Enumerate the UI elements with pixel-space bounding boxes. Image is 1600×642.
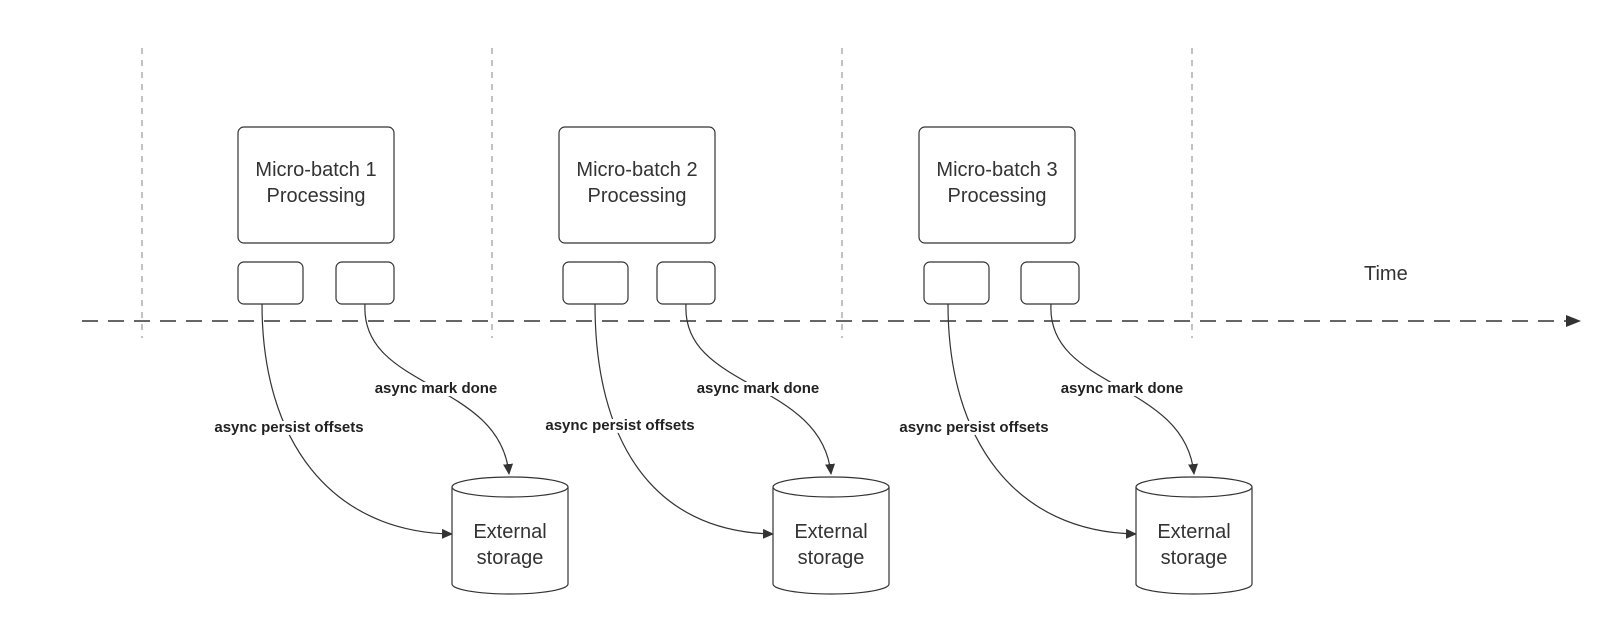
batch-2-storage-body (772, 487, 890, 595)
batch-2-persist-arrow (594, 303, 774, 539)
batch-2-persist-node (562, 261, 629, 305)
batch-1-done-arrow (364, 303, 514, 475)
batch-2-done-label: async mark done (697, 380, 820, 397)
batch-3-done-label: async mark done (1061, 380, 1184, 397)
batch-1-box (237, 126, 395, 244)
batch-2-storage-label: External (794, 521, 867, 543)
batch-2-box (558, 126, 716, 244)
batch-3: Micro-batch 3 Processing async mark done… (896, 126, 1253, 595)
batch-2-done-node (656, 261, 716, 305)
batch-3-done-node (1020, 261, 1080, 305)
batch-3-title: Micro-batch 3 (936, 159, 1057, 181)
batch-3-subtitle: Processing (948, 185, 1047, 207)
batch-3-storage: External storage (1135, 476, 1253, 595)
batch-2-title: Micro-batch 2 (576, 159, 697, 181)
batch-2-subtitle: Processing (588, 185, 687, 207)
batch-3-box (918, 126, 1076, 244)
batch-3-persist-label: async persist offsets (899, 419, 1048, 436)
batch-3-storage-top (1135, 476, 1253, 498)
batch-3-persist-arrow (947, 303, 1137, 539)
batch-1-persist-arrow (261, 303, 453, 539)
batch-1-done-label: async mark done (375, 380, 498, 397)
batch-2: Micro-batch 2 Processing async mark done… (542, 126, 890, 595)
time-label: Time (1364, 263, 1408, 285)
time-axis-arrowhead (1566, 315, 1581, 327)
batch-1-storage-sublabel: storage (477, 547, 544, 569)
batch-3-persist-node (923, 261, 990, 305)
batch-3-storage-label: External (1157, 521, 1230, 543)
batch-1-persist-label: async persist offsets (214, 419, 363, 436)
batch-1-storage-body (451, 487, 569, 595)
batch-1-title: Micro-batch 1 (255, 159, 376, 181)
batch-1: Micro-batch 1 Processing async mark done… (211, 126, 569, 595)
batch-2-persist-label: async persist offsets (545, 417, 694, 434)
batch-3-storage-body (1135, 487, 1253, 595)
batch-1-storage-label: External (473, 521, 546, 543)
batch-1-storage-top (451, 476, 569, 498)
batch-1-done-node (335, 261, 395, 305)
batch-2-storage: External storage (772, 476, 890, 595)
batch-1-persist-node (237, 261, 304, 305)
batch-3-storage-sublabel: storage (1161, 547, 1228, 569)
batch-2-storage-sublabel: storage (798, 547, 865, 569)
batch-1-storage: External storage (451, 476, 569, 595)
batch-2-storage-top (772, 476, 890, 498)
batch-1-subtitle: Processing (267, 185, 366, 207)
batch-3-done-arrow (1050, 303, 1199, 475)
batch-2-done-arrow (685, 303, 836, 475)
